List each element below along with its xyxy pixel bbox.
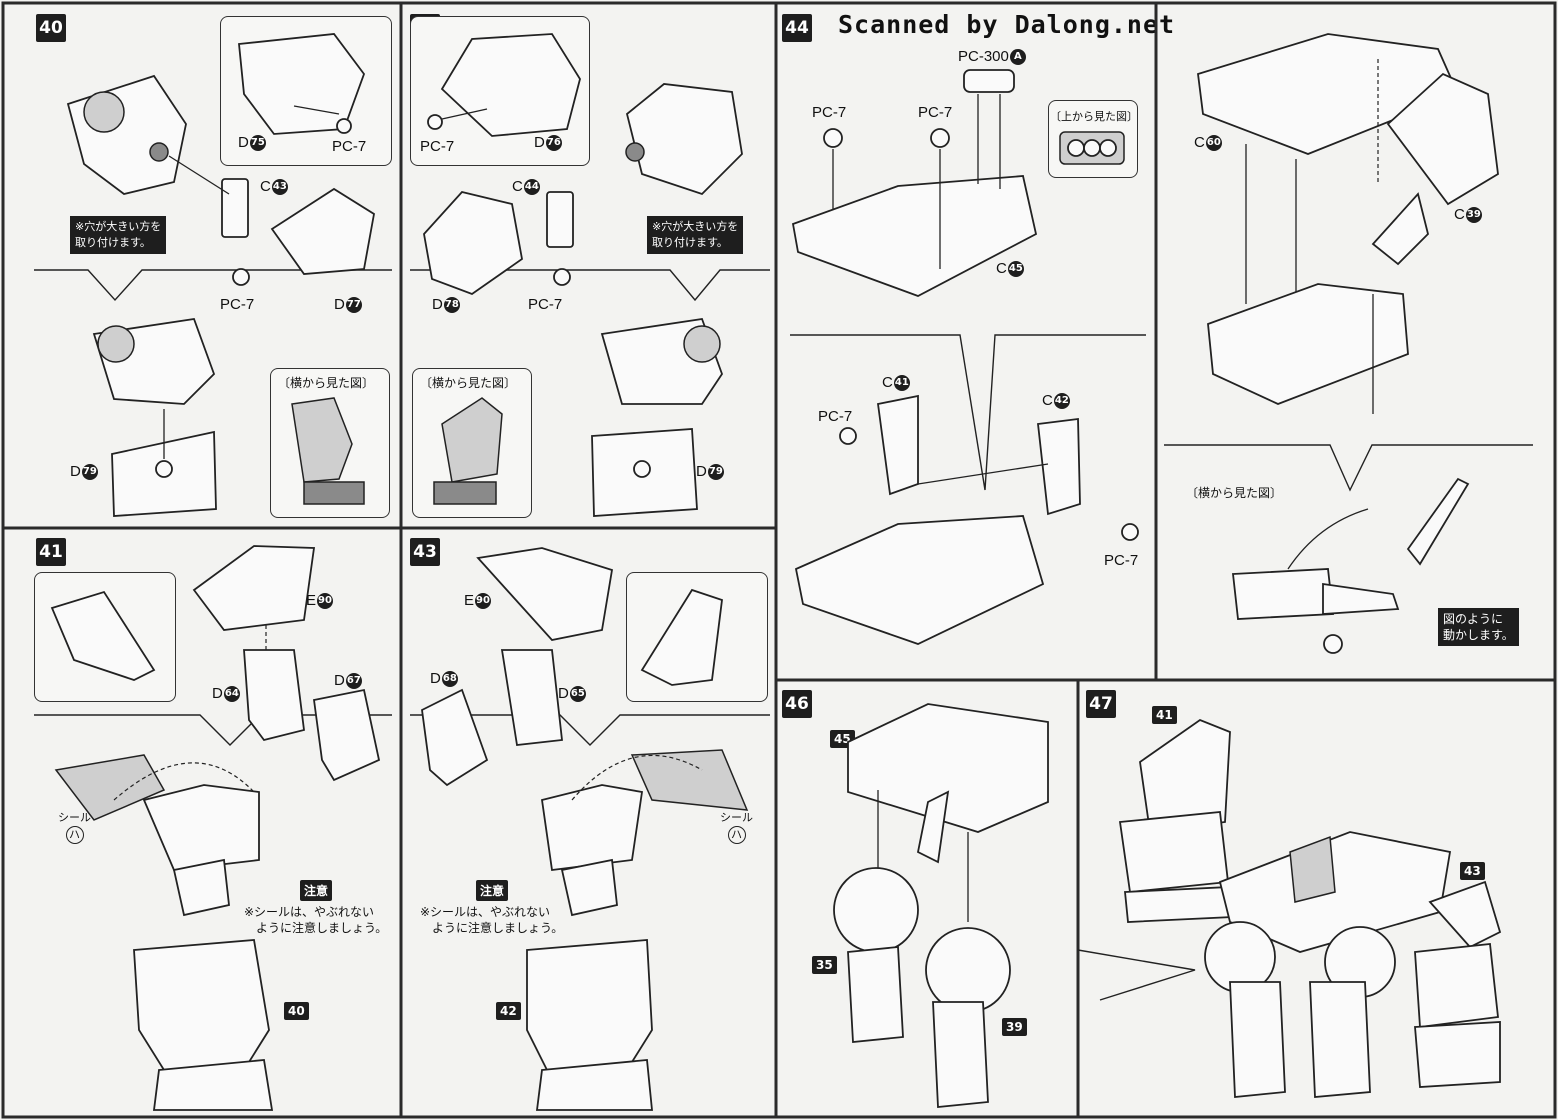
sticker-caution: ※シールは、やぶれないように注意しましょう。: [244, 905, 388, 935]
step-number: 41: [36, 538, 66, 566]
step-44-drawing: [791, 69, 1139, 645]
seal-label: シールハ: [58, 810, 91, 844]
step-42-drawing: [423, 33, 743, 517]
part-label-pc7-a: PC-7: [812, 104, 847, 121]
step-number: 40: [36, 14, 66, 42]
part-label-pc7-lower: PC-7: [528, 296, 563, 313]
step-45-drawing: [1197, 33, 1499, 654]
watermark: Scanned by Dalong.net: [838, 10, 1176, 39]
side-view-label: 〔横から見た図〕: [1186, 486, 1283, 500]
ref-35: 35: [812, 956, 837, 974]
part-label-pc7-lower: PC-7: [220, 296, 255, 313]
step-number: 44: [782, 14, 812, 42]
step-number: 43: [410, 538, 440, 566]
hole-note: ※穴が大きい方を取り付けます。: [70, 216, 167, 254]
step-47-panel: 47 41 43: [1080, 682, 1555, 1117]
part-label-pc7: PC-7: [420, 138, 455, 155]
ref-40: 40: [284, 1002, 309, 1020]
move-note: 図のように動かします。: [1438, 608, 1519, 646]
ref-41: 41: [1152, 706, 1177, 724]
side-view-label: 〔横から見た図〕: [278, 376, 375, 390]
hole-note: ※穴が大きい方を取り付けます。: [647, 216, 744, 254]
step-47-drawing: [1118, 718, 1502, 1098]
seal-label: シールハ: [720, 810, 753, 844]
step-43-drawing: [421, 547, 749, 1111]
part-label-pc7-d: PC-7: [1104, 552, 1139, 569]
ref-42: 42: [496, 1002, 521, 1020]
ref-43: 43: [1460, 862, 1485, 880]
step-41-drawing: [50, 545, 381, 1111]
sticker-caution: ※シールは、やぶれないように注意しましょう。: [420, 905, 564, 935]
top-view-label: 〔上から見た図〕: [1050, 111, 1138, 123]
part-label-pc7-b: PC-7: [918, 104, 953, 121]
side-view-drawing: [433, 397, 503, 505]
caution-badge: 注意: [476, 880, 509, 901]
caution-badge: 注意: [300, 880, 333, 901]
step-40-drawing: [66, 33, 375, 517]
part-label-pc7: PC-7: [332, 138, 367, 155]
step-number: 47: [1086, 690, 1116, 718]
step-46-drawing: [833, 703, 1049, 1108]
side-view-label: 〔横から見た図〕: [420, 376, 517, 390]
ref-39: 39: [1002, 1018, 1027, 1036]
side-view-drawing: [291, 397, 365, 505]
step-number: 46: [782, 690, 812, 718]
part-label-pc7-c: PC-7: [818, 408, 853, 425]
step-46-panel: 46 45 35 39: [778, 682, 1078, 1117]
